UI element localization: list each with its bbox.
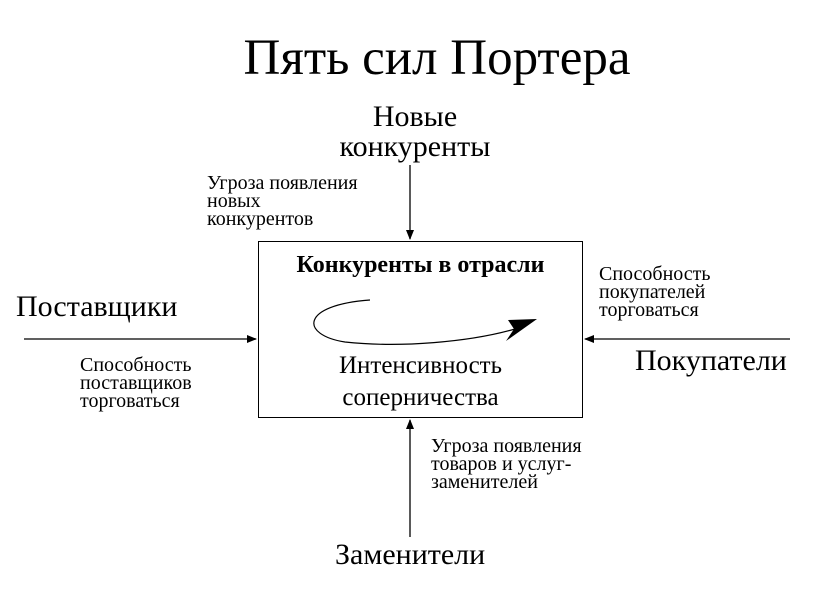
center-box-text: Интенсивность соперничества: [338, 352, 503, 411]
force-buyers: Покупатели: [635, 344, 787, 377]
note-supplier-power: Способность поставщиков торговаться: [80, 354, 192, 412]
note-threat-substitutes: Угроза появления товаров и услуг- замени…: [431, 435, 582, 493]
force-new-entrants: Новые конкуренты: [330, 102, 500, 162]
force-substitutes: Заменители: [335, 538, 486, 571]
center-box-heading: Конкуренты в отрасли: [296, 252, 545, 278]
force-new-entrants-line1: Новые: [372, 100, 458, 133]
note-buyer-power: Способность покупателей торговаться: [599, 263, 711, 321]
rivalry-cycle-icon: [313, 299, 516, 345]
force-suppliers: Поставщики: [16, 290, 178, 323]
center-box-rivalry: Конкуренты в отрасли Интенсивность сопер…: [258, 241, 583, 418]
rivalry-cycle-arrowhead: [506, 319, 537, 341]
diagram-title: Пять сил Портера: [243, 30, 631, 86]
force-new-entrants-line2: конкуренты: [339, 130, 491, 163]
note-threat-new-entrants: Угроза появления новых конкурентов: [207, 172, 358, 230]
